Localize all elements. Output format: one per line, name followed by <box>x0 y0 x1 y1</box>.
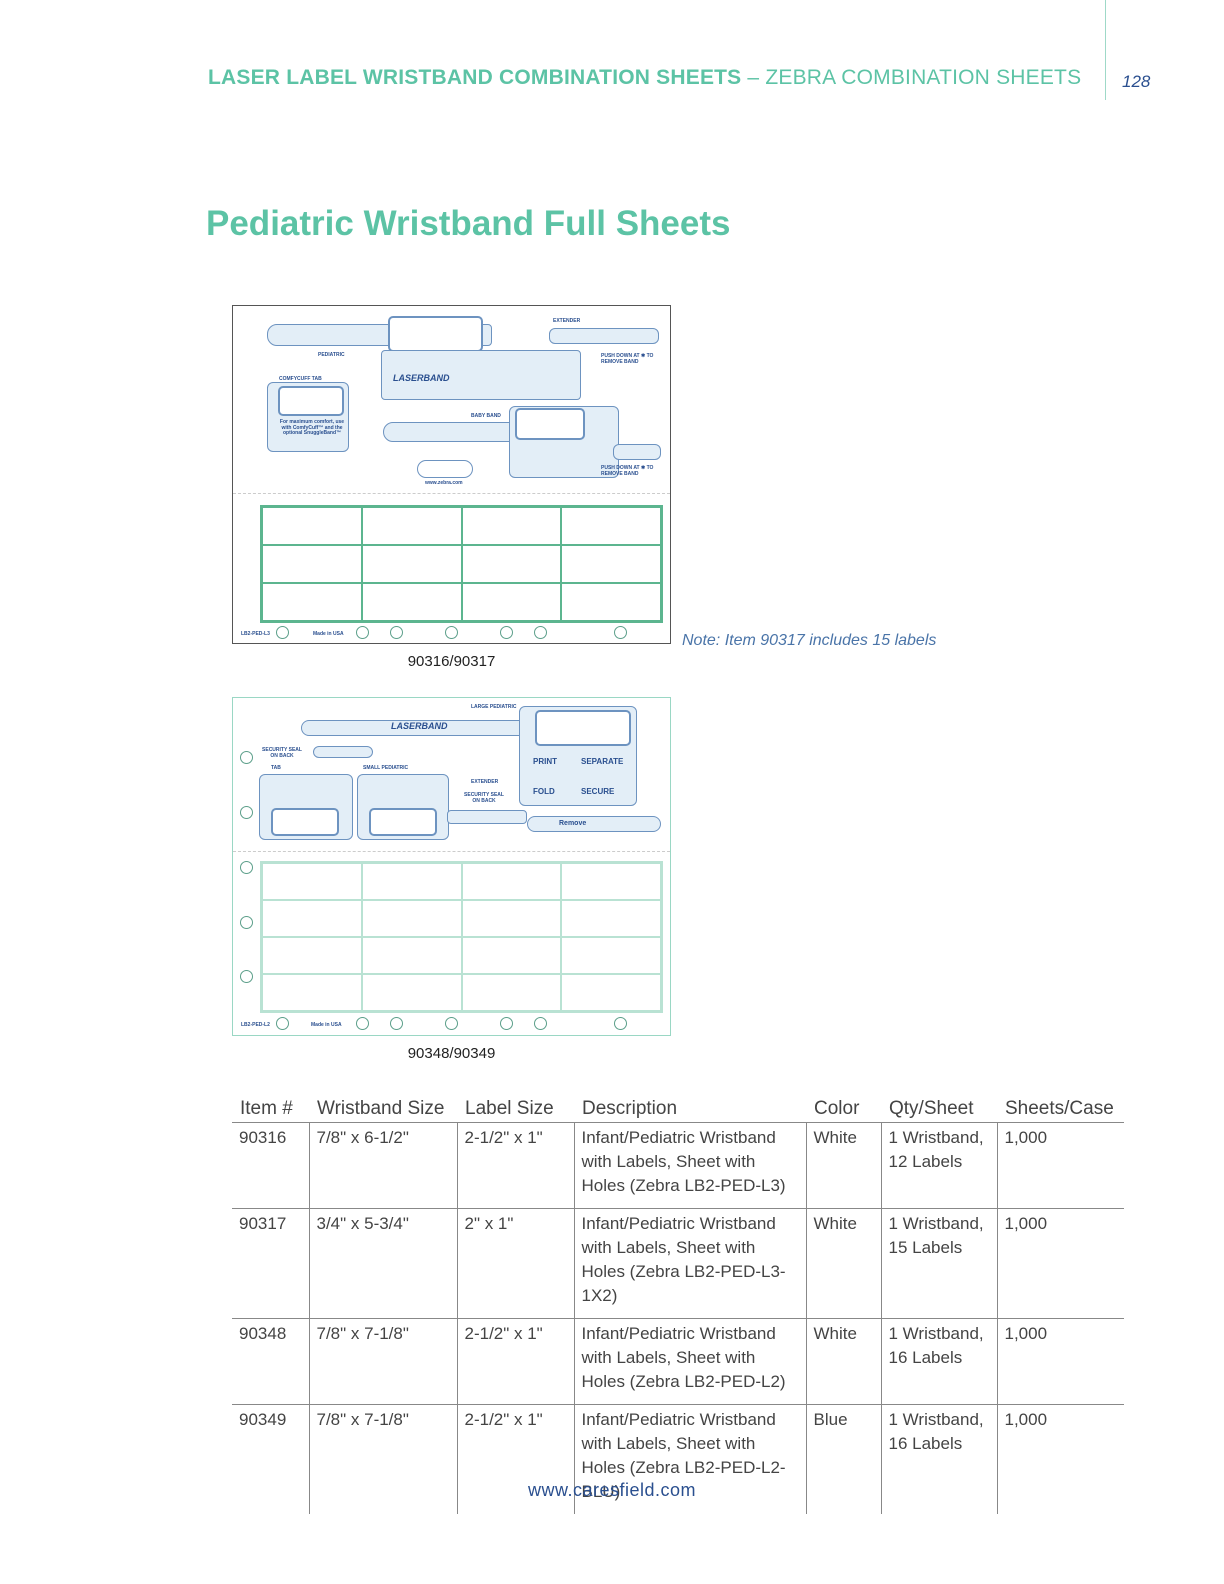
cell: 1 Wristband, 16 Labels <box>880 1404 997 1514</box>
extender-label-2: EXTENDER <box>471 779 499 785</box>
cell: 1 Wristband, 12 Labels <box>880 1122 997 1209</box>
baby-band-label: BABY BAND <box>471 413 501 419</box>
footer-url[interactable]: www.caresfield.com <box>527 1480 697 1500</box>
step-separate: SEPARATE <box>581 757 624 766</box>
cell: White <box>805 1122 881 1209</box>
cell: 1 Wristband, 16 Labels <box>880 1318 997 1405</box>
sheet-code: LB2-PED-L3 <box>241 631 270 637</box>
note-text: Note: Item 90317 includes 15 labels <box>682 632 937 649</box>
col-sheets-case: Sheets/Case <box>997 1096 1124 1123</box>
security-seal-label: SECURITY SEAL ON BACK <box>262 747 302 759</box>
made-label: Made in USA <box>313 631 344 637</box>
col-item: Item # <box>232 1096 309 1123</box>
cell: 1,000 <box>996 1318 1124 1405</box>
large-pediatric-label: LARGE PEDIATRIC <box>471 704 517 710</box>
cell: 90317 <box>232 1208 309 1319</box>
push-label: PUSH DOWN AT ✱ TO REMOVE BAND <box>601 353 654 365</box>
header-section: LASER LABEL WRISTBAND COMBINATION SHEETS <box>208 66 742 89</box>
col-description: Description <box>574 1096 806 1123</box>
col-color: Color <box>806 1096 881 1123</box>
cell: 7/8" x 6-1/2" <box>308 1122 457 1209</box>
cell: 1,000 <box>996 1208 1124 1319</box>
cell: 2-1/2" x 1" <box>456 1404 574 1514</box>
cell: White <box>805 1208 881 1319</box>
cell: 1,000 <box>996 1404 1124 1514</box>
page-title: Pediatric Wristband Full Sheets <box>206 204 731 243</box>
cell: Infant/Pediatric Wristband with Labels, … <box>573 1318 806 1405</box>
made-label-2: Made in USA <box>311 1022 342 1028</box>
security-seal-label-2: SECURITY SEAL ON BACK <box>464 792 504 804</box>
col-qty-sheet: Qty/Sheet <box>881 1096 997 1123</box>
sheet-image-90348: LARGE PEDIATRIC LASERBAND PRINT SEPARATE… <box>232 697 671 1036</box>
label-grid <box>260 505 663 623</box>
col-label-size: Label Size <box>457 1096 574 1123</box>
page-number: 128 <box>1122 72 1151 91</box>
cell: 3/4" x 5-3/4" <box>308 1208 457 1319</box>
small-pediatric-label: SMALL PEDIATRIC <box>363 765 409 771</box>
web-label: www.zebra.com <box>425 480 463 486</box>
running-header: LASER LABEL WRISTBAND COMBINATION SHEETS… <box>208 66 1081 90</box>
col-wristband-size: Wristband Size <box>309 1096 457 1123</box>
product-table: Item # Wristband Size Label Size Descrip… <box>232 1096 1124 1514</box>
table-header-row: Item # Wristband Size Label Size Descrip… <box>232 1096 1124 1123</box>
cell: Infant/Pediatric Wristband with Labels, … <box>573 1208 806 1319</box>
cell: Infant/Pediatric Wristband with Labels, … <box>573 1122 806 1209</box>
cell: 1,000 <box>996 1122 1124 1209</box>
pediatric-label: PEDIATRIC <box>318 352 345 358</box>
cell: 90348 <box>232 1318 309 1405</box>
extender-label: EXTENDER <box>553 318 581 324</box>
cell: White <box>805 1318 881 1405</box>
sheet-caption-2: 90348/90349 <box>407 1045 496 1062</box>
step-fold: FOLD <box>533 787 555 796</box>
cell: 7/8" x 7-1/8" <box>308 1318 457 1405</box>
tab-label: TAB <box>271 765 281 771</box>
sheet-image-90316: EXTENDER PEDIATRIC PUSH DOWN AT ✱ TO REM… <box>232 305 671 644</box>
laserband-logo: LASERBAND <box>393 373 450 383</box>
step-secure: SECURE <box>581 787 615 796</box>
cell: 2-1/2" x 1" <box>456 1318 574 1405</box>
header-divider <box>1105 0 1106 100</box>
cell: 2" x 1" <box>456 1208 574 1319</box>
cell: 90349 <box>239 1410 287 1429</box>
cell: 7/8" x 7-1/8" <box>308 1404 457 1514</box>
comfort-text: For maximum comfort, use with ComfyCuff™… <box>279 419 345 436</box>
laserband-logo-2: LASERBAND <box>391 721 448 731</box>
cell: Infant/Pediatric Wristband with Labels, … <box>573 1404 806 1514</box>
header-subsection: – ZEBRA COMBINATION SHEETS <box>741 66 1082 89</box>
cell: 2-1/2" x 1" <box>456 1122 574 1209</box>
step-print: PRINT <box>533 757 557 766</box>
remove-label: Remove <box>559 820 587 827</box>
sheet-caption-1: 90316/90317 <box>407 653 496 670</box>
comfycuff-label: COMFYCUFF TAB <box>279 376 322 382</box>
cell: 90316 <box>232 1122 309 1209</box>
cell: 1 Wristband, 15 Labels <box>880 1208 997 1319</box>
cell: Blue <box>805 1404 881 1514</box>
label-grid-2 <box>260 861 663 1013</box>
table-row: 90349 7/8" x 7-1/8"2-1/2" x 1"Infant/Pedi… <box>232 1404 1124 1514</box>
push-label-2: PUSH DOWN AT ✱ TO REMOVE BAND <box>601 465 654 477</box>
sheet-code-2: LB2-PED-L2 <box>241 1022 270 1028</box>
